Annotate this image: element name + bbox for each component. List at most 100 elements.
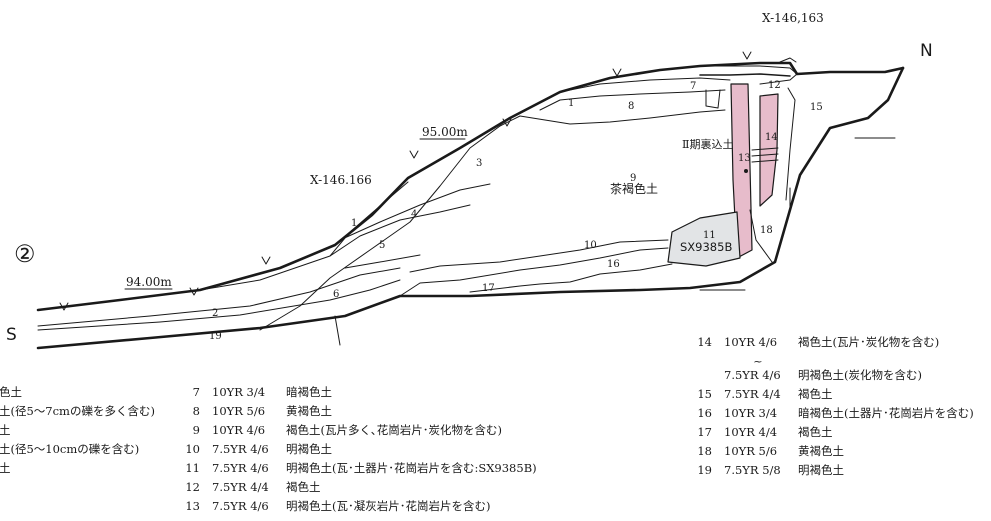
legend-desc: 土(径5～7cmの礫を多く含む) <box>0 404 155 418</box>
legend-desc: 暗褐色土(土器片･花崗岩片を含む) <box>798 406 974 420</box>
layer-num: 9 <box>630 173 636 184</box>
legend-row: 14 10YR 4/6 褐色土(瓦片･炭化物を含む) <box>690 333 974 352</box>
legend-code: 10YR 4/4 <box>724 425 778 439</box>
legend-row: 17 10YR 4/4 褐色土 <box>690 423 974 442</box>
elev-95-label: 95.00m <box>422 125 468 139</box>
legend-row: 土(径5～10cmの礫を含む) <box>0 440 155 459</box>
legend-row: 7.5YR 4/6 明褐色土(炭化物を含む) <box>690 366 974 385</box>
legend-code: 10YR 5/6 <box>212 404 266 418</box>
section-number: ② <box>14 240 36 268</box>
layer-num: 15 <box>810 102 823 113</box>
section-base <box>36 66 905 350</box>
legend-desc: 褐色土 <box>286 480 321 494</box>
legend-desc: 明褐色土(瓦･土器片･花崗岩片を含む:SX9385B) <box>286 461 537 475</box>
legend-row: 11 7.5YR 4/6 明褐色土(瓦･土器片･花崗岩片を含む:SX9385B) <box>178 459 537 478</box>
legend-desc: 土 <box>0 461 11 475</box>
legend-row: 色土 <box>0 383 155 402</box>
legend-code: 7.5YR 5/8 <box>724 463 781 477</box>
legend-number: 7 <box>192 385 200 399</box>
legend-row: 土 <box>0 421 155 440</box>
layer-num: 10 <box>584 240 597 251</box>
layer-num: 14 <box>765 132 778 143</box>
legend-row: ~ <box>690 352 974 368</box>
legend-code: 10YR 3/4 <box>724 406 778 420</box>
legend-code: 7.5YR 4/4 <box>724 387 781 401</box>
legend-code: 10YR 3/4 <box>212 385 266 399</box>
legend-desc: 明褐色土 <box>286 442 332 456</box>
legend-desc: 黄褐色土 <box>798 444 844 458</box>
legend-row: 8 10YR 5/6 黄褐色土 <box>178 402 537 421</box>
legend-row: 土(径5～7cmの礫を多く含む) <box>0 402 155 421</box>
legend-row: 16 10YR 3/4 暗褐色土(土器片･花崗岩片を含む) <box>690 404 974 423</box>
legend-code: ~ <box>753 354 763 368</box>
layer-num: 5 <box>379 240 385 251</box>
layer9-name: 茶褐色土 <box>610 181 658 196</box>
legend-row: 土 <box>0 459 155 478</box>
layer-num: 1 <box>568 98 574 109</box>
legend-desc: 黄褐色土 <box>286 404 332 418</box>
point-marker <box>744 169 748 173</box>
fill-label: Ⅱ期裏込土 <box>682 137 733 151</box>
legend-code: 10YR 5/6 <box>724 444 778 458</box>
legend-number: 15 <box>697 387 712 401</box>
legend-desc: 明褐色土(炭化物を含む) <box>798 368 922 382</box>
legend-left: 色土 土(径5～7cmの礫を多く含む) 土 土(径5～10cmの礫を含む) 土 <box>0 383 155 478</box>
layer14-fill <box>759 93 779 207</box>
sx-label: SX9385B <box>680 240 732 254</box>
legend-number: 16 <box>697 406 712 420</box>
legend-desc: 褐色土(瓦片･炭化物を含む) <box>798 335 940 349</box>
legend-code: 7.5YR 4/6 <box>212 442 269 456</box>
legend-desc: 褐色土 <box>798 387 833 401</box>
legend-desc: 色土 <box>0 385 22 399</box>
layer-num: 16 <box>607 259 620 270</box>
legend-desc: 明褐色土 <box>798 463 844 477</box>
layer-num: 19 <box>209 331 222 342</box>
legend-code: 7.5YR 4/6 <box>724 368 781 382</box>
layer-num: 2 <box>212 308 218 319</box>
layer-num: 3 <box>476 158 482 169</box>
layer-num: 11 <box>703 230 716 241</box>
legend-number: 14 <box>697 335 712 349</box>
legend-code: 7.5YR 4/6 <box>212 461 269 475</box>
legend-desc: 土 <box>0 423 11 437</box>
legend-number: 18 <box>697 444 712 458</box>
layer11-fill <box>667 211 741 267</box>
elev-94-label: 94.00m <box>126 275 172 289</box>
legend-desc: 土(径5～10cmの礫を含む) <box>0 442 140 456</box>
layer-num: 7 <box>690 81 696 92</box>
layer-num: 17 <box>482 283 495 294</box>
legend-row: 18 10YR 5/6 黄褐色土 <box>690 442 974 461</box>
legend-desc: 褐色土(瓦片多く､花崗岩片･炭化物を含む) <box>286 423 502 437</box>
layer-num: 18 <box>760 225 773 236</box>
legend-code: 10YR 4/6 <box>212 423 266 437</box>
legend-number: 17 <box>697 425 712 439</box>
legend-number: 13 <box>185 499 200 513</box>
legend-row: 15 7.5YR 4/4 褐色土 <box>690 385 974 404</box>
layer-num: 12 <box>768 80 781 91</box>
legend-number: 12 <box>185 480 200 494</box>
coord-top-label: X-146,163 <box>762 11 824 25</box>
legend-number: 8 <box>192 404 200 418</box>
legend-row: 9 10YR 4/6 褐色土(瓦片多く､花崗岩片･炭化物を含む) <box>178 421 537 440</box>
legend-number: 9 <box>192 423 200 437</box>
legend-right: 14 10YR 4/6 褐色土(瓦片･炭化物を含む) ~ 7.5YR 4/6 明褐色土… <box>690 333 974 480</box>
legend-number: 19 <box>697 463 712 477</box>
layer-num: 1 <box>351 218 357 229</box>
layer-num: 13 <box>738 153 751 164</box>
legend-code: 7.5YR 4/4 <box>212 480 269 494</box>
legend-desc: 褐色土 <box>798 425 833 439</box>
layer-num: 6 <box>333 289 339 300</box>
south-label: S <box>6 325 17 345</box>
coord-mid-label: X-146.166 <box>310 173 372 187</box>
legend-row: 12 7.5YR 4/4 褐色土 <box>178 478 537 497</box>
legend-row: 13 7.5YR 4/6 明褐色土(瓦･凝灰岩片･花崗岩片を含む) <box>178 497 537 516</box>
legend-number: 11 <box>185 461 200 475</box>
legend-code: 7.5YR 4/6 <box>212 499 269 513</box>
legend-desc: 明褐色土(瓦･凝灰岩片･花崗岩片を含む) <box>286 499 491 513</box>
legend-code: 10YR 4/6 <box>724 335 778 349</box>
